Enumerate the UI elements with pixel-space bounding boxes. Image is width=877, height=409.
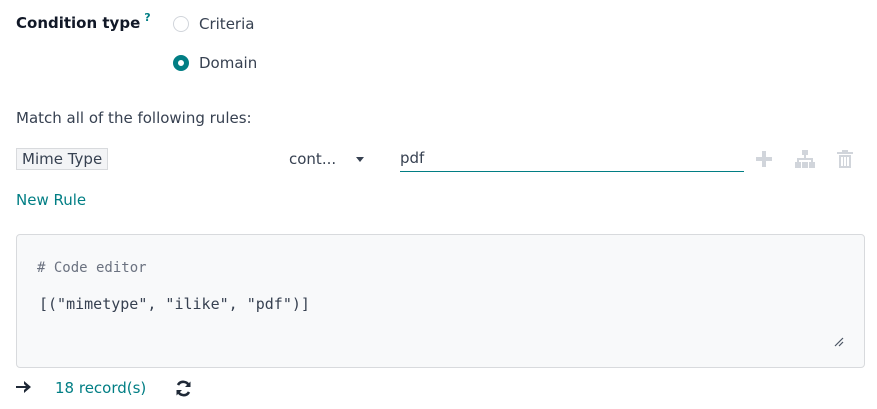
arrow-right-icon — [16, 380, 34, 396]
radio-criteria[interactable]: Criteria — [173, 15, 254, 33]
radio-domain-label: Domain — [199, 54, 258, 72]
records-count-link[interactable]: 18 record(s) — [55, 379, 147, 397]
code-editor-comment: # Code editor — [37, 260, 147, 276]
radio-domain[interactable]: Domain — [173, 54, 257, 72]
operator-select[interactable]: cont... — [289, 150, 365, 168]
plus-icon — [756, 151, 772, 167]
rule-value-input[interactable] — [400, 149, 744, 172]
radio-checked-icon[interactable] — [173, 55, 189, 71]
add-rule-button[interactable] — [755, 150, 773, 168]
refresh-button[interactable] — [175, 380, 192, 397]
new-rule-link[interactable]: New Rule — [16, 191, 87, 209]
code-editor[interactable]: # Code editor [("mimetype", "ilike", "pd… — [16, 234, 865, 368]
code-editor-content[interactable]: [("mimetype", "ilike", "pdf")] — [39, 295, 310, 313]
help-tooltip-icon[interactable]: ? — [144, 11, 151, 24]
caret-down-icon — [356, 156, 365, 162]
rules-heading: Match all of the following rules: — [16, 109, 252, 127]
field-selector-mime-type[interactable]: Mime Type — [16, 148, 109, 170]
add-branch-button[interactable] — [795, 150, 815, 168]
delete-rule-button[interactable] — [837, 150, 853, 168]
refresh-icon — [176, 380, 191, 397]
resize-handle-icon[interactable] — [834, 337, 844, 347]
operator-value: cont... — [289, 150, 337, 168]
radio-unchecked-icon[interactable] — [173, 16, 189, 32]
sitemap-icon — [795, 150, 815, 168]
radio-criteria-label: Criteria — [199, 15, 255, 33]
trash-icon — [837, 150, 853, 168]
condition-type-text: Condition type — [16, 14, 141, 32]
condition-type-label: Condition type? — [16, 11, 151, 32]
